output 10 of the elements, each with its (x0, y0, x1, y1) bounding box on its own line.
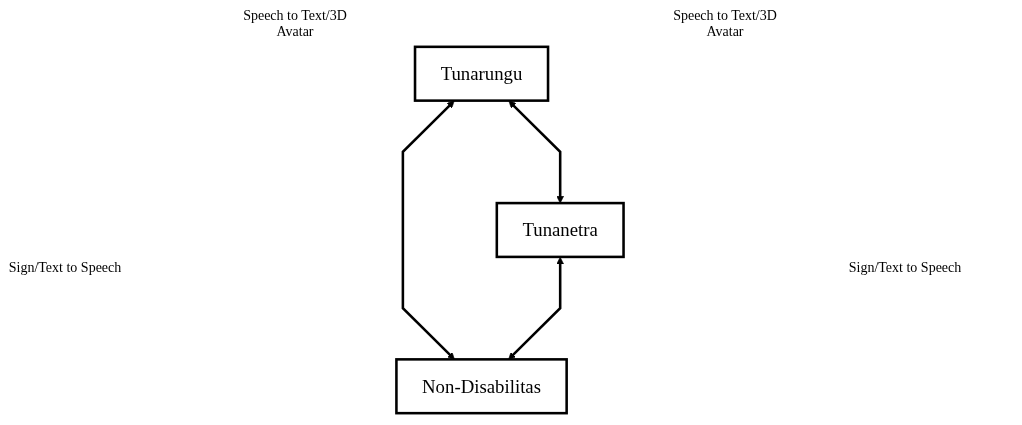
arrow (508, 256, 564, 360)
node-box: Non-Disabilitas (395, 358, 568, 415)
arrow (508, 100, 564, 204)
node-box: Tunanetra (495, 201, 625, 259)
annotation-text: Speech to Text/3D Avatar (242, 8, 348, 40)
annotation-text: Speech to Text/3D Avatar (672, 8, 778, 40)
arrow (401, 100, 455, 360)
node-box: Tunarungu (413, 45, 550, 102)
annotation-text: Sign/Text to Speech (847, 260, 963, 276)
annotation-text: Sign/Text to Speech (7, 260, 123, 276)
